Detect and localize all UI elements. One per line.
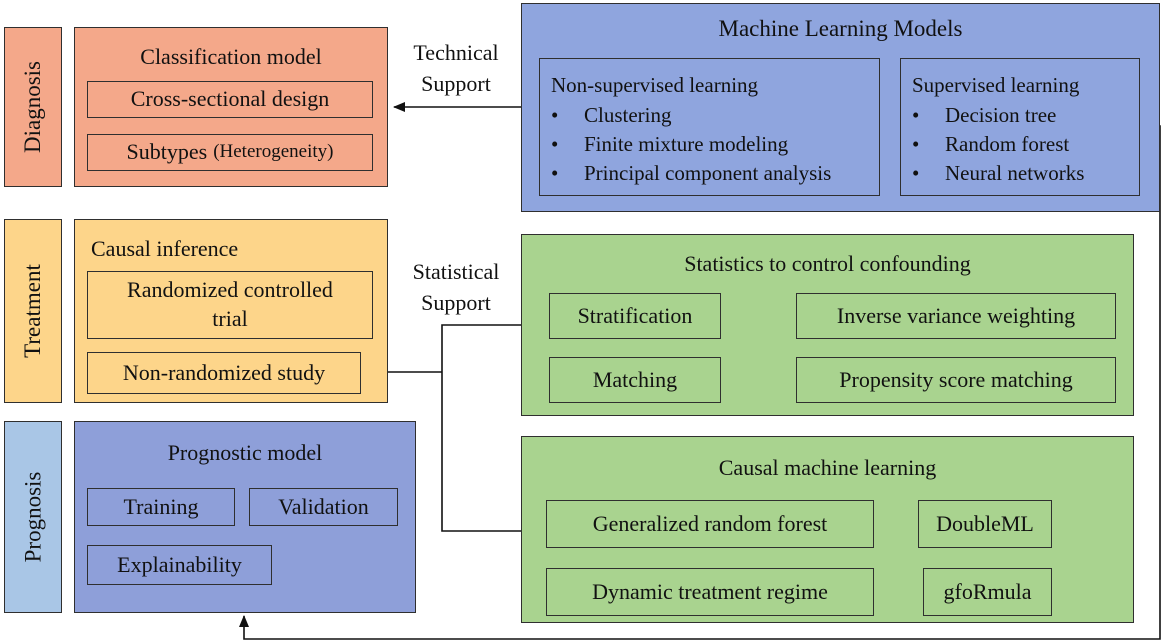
- machine-learning-models-box: Machine Learning Models Non-supervised l…: [521, 3, 1160, 212]
- gformula-label: gfoRmula: [943, 578, 1032, 604]
- diagnosis-label: Diagnosis: [20, 61, 45, 153]
- classification-model-title: Classification model: [140, 44, 322, 69]
- non-supervised-learning-title: Non-supervised learning: [551, 73, 759, 97]
- prognostic-model-title: Prognostic model: [167, 440, 323, 465]
- propensity-score-matching-box: Propensity score matching: [796, 357, 1116, 403]
- doubleml-label: DoubleML: [936, 510, 1034, 536]
- rct-label-line1: Randomized controlled: [127, 277, 333, 303]
- dynamic-treatment-regime-label: Dynamic treatment regime: [592, 578, 828, 604]
- explainability-box: Explainability: [87, 545, 272, 585]
- treatment-label: Treatment: [20, 264, 46, 358]
- causal-machine-learning-title: Causal machine learning: [718, 455, 937, 480]
- inverse-variance-weighting-label: Inverse variance weighting: [836, 302, 1076, 328]
- statistical-support-connector: [441, 324, 521, 532]
- randomized-controlled-trial-box: Randomized controlled trial: [87, 271, 373, 339]
- validation-box: Validation: [249, 488, 398, 526]
- training-box: Training: [87, 488, 235, 526]
- principal-component-analysis-item: Principal component analysis: [551, 163, 831, 185]
- doubleml-box: DoubleML: [918, 500, 1052, 548]
- machine-learning-models-title: Machine Learning Models: [718, 16, 963, 41]
- treatment-label-box: Treatment: [4, 219, 62, 403]
- dynamic-treatment-regime-box: Dynamic treatment regime: [546, 568, 874, 616]
- gformula-box: gfoRmula: [923, 568, 1052, 616]
- decision-tree-item: Decision tree: [912, 105, 1056, 127]
- heterogeneity-label: (Heterogeneity): [213, 141, 334, 163]
- technical-support-label: Technical Support: [413, 40, 499, 97]
- statistics-confounding-title: Statistics to control confounding: [684, 251, 971, 276]
- matching-label: Matching: [592, 366, 678, 392]
- diagnosis-label-box: Diagnosis: [4, 27, 62, 187]
- neural-networks-item: Neural networks: [912, 163, 1084, 185]
- statistics-confounding-box: Statistics to control confounding Strati…: [521, 234, 1134, 416]
- stratification-box: Stratification: [549, 293, 721, 339]
- classification-model-box: Classification model Cross-sectional des…: [74, 27, 388, 187]
- generalized-random-forest-box: Generalized random forest: [546, 500, 874, 548]
- subtypes-box: Subtypes (Heterogeneity): [87, 134, 373, 171]
- supervised-learning-title: Supervised learning: [912, 73, 1080, 97]
- statistical-support-label: Statistical Support: [412, 259, 500, 316]
- random-forest-item: Random forest: [912, 134, 1069, 156]
- causal-inference-box: Causal inference Randomized controlled t…: [74, 219, 388, 403]
- causal-machine-learning-box: Causal machine learning Generalized rand…: [521, 436, 1134, 623]
- subtypes-label: Subtypes: [126, 139, 208, 165]
- cross-sectional-design-box: Cross-sectional design: [87, 81, 373, 118]
- inverse-variance-weighting-box: Inverse variance weighting: [796, 293, 1116, 339]
- prognostic-model-box: Prognostic model Training Validation Exp…: [74, 421, 416, 613]
- stratification-label: Stratification: [577, 302, 693, 328]
- validation-label: Validation: [278, 493, 369, 519]
- training-label: Training: [123, 493, 199, 519]
- matching-box: Matching: [549, 357, 721, 403]
- prognosis-label: Prognosis: [20, 471, 45, 563]
- finite-mixture-modeling-item: Finite mixture modeling: [551, 134, 788, 156]
- generalized-random-forest-label: Generalized random forest: [592, 510, 828, 536]
- non-randomized-study-label: Non-randomized study: [122, 359, 326, 385]
- prognosis-label-box: Prognosis: [4, 421, 62, 613]
- clustering-item: Clustering: [551, 105, 671, 127]
- rct-label-line2: trial: [212, 306, 248, 331]
- supervised-learning-box: Supervised learning Decision tree Random…: [900, 58, 1140, 196]
- cross-sectional-design-label: Cross-sectional design: [130, 86, 330, 112]
- propensity-score-matching-label: Propensity score matching: [839, 366, 1073, 392]
- non-randomized-study-box: Non-randomized study: [87, 352, 361, 394]
- non-supervised-learning-box: Non-supervised learning Clustering Finit…: [539, 58, 880, 196]
- explainability-label: Explainability: [117, 551, 242, 577]
- causal-inference-title: Causal inference: [91, 236, 239, 261]
